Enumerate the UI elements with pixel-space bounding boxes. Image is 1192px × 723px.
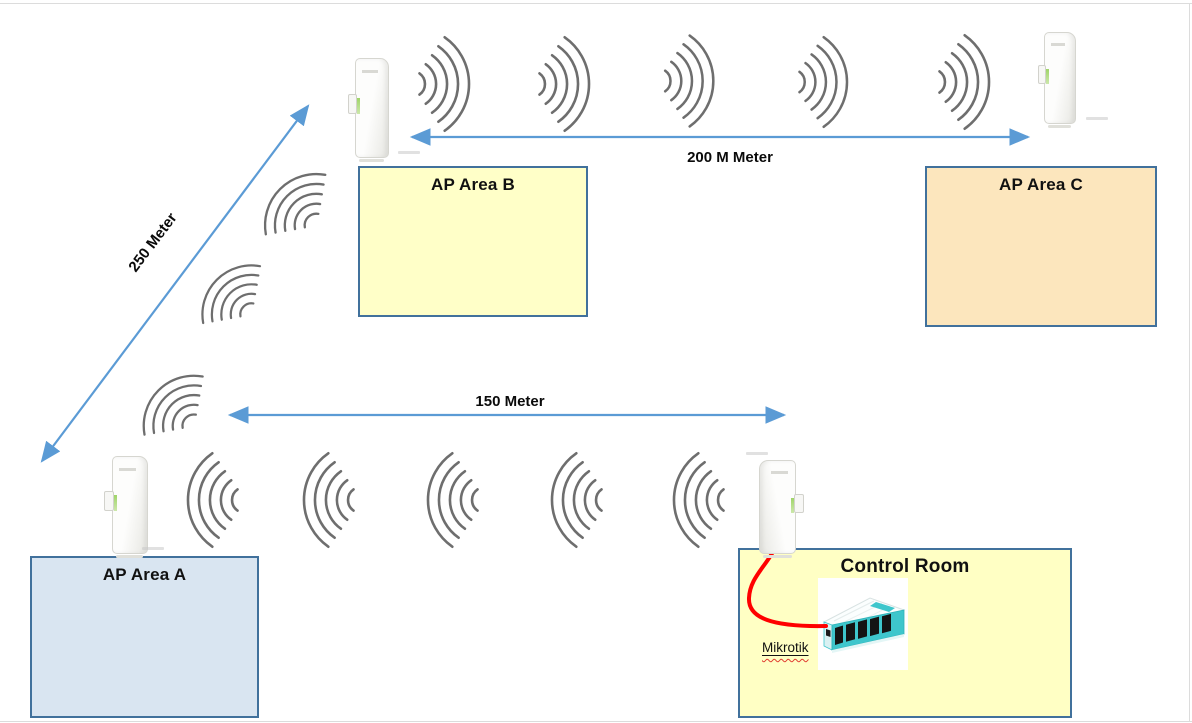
clipart-watermark bbox=[142, 547, 164, 550]
clipart-watermark bbox=[1086, 117, 1108, 120]
ap-brand-tag bbox=[119, 467, 136, 471]
ap-led-strip bbox=[356, 98, 360, 115]
control-room-label: Control Room bbox=[840, 556, 970, 577]
area-box-c: AP Area C bbox=[925, 166, 1157, 327]
ap-brand-tag bbox=[770, 471, 789, 475]
wifi-signal-icon bbox=[292, 450, 366, 550]
wifi-signal-icon bbox=[249, 158, 343, 252]
mikrotik-label-text: Mikrotik bbox=[762, 640, 809, 655]
wifi-signal-icon bbox=[928, 32, 1000, 132]
wifi-signal-icon bbox=[187, 250, 277, 340]
ap-mount-clip bbox=[104, 491, 114, 512]
wifi-signal-icon bbox=[176, 450, 250, 550]
access-point-device-c bbox=[1034, 28, 1086, 128]
wifi-signal-icon bbox=[408, 34, 480, 134]
area-a-label: AP Area A bbox=[102, 565, 187, 584]
wifi-signal-icon bbox=[416, 450, 490, 550]
distance-label-a-to-control-room: 150 Meter bbox=[475, 393, 545, 410]
ap-body bbox=[1044, 32, 1076, 124]
ap-led-strip bbox=[1045, 69, 1049, 84]
area-c-label: AP Area C bbox=[998, 175, 1083, 194]
mikrotik-label: Mikrotik bbox=[762, 640, 809, 655]
access-point-device-b bbox=[344, 54, 400, 162]
mikrotik-router bbox=[818, 578, 908, 670]
ap-base bbox=[115, 555, 144, 558]
slide-edge-right bbox=[1189, 3, 1190, 722]
ap-mount-clip bbox=[347, 93, 358, 115]
wifi-signal-icon bbox=[662, 450, 736, 550]
slide-edge-top bbox=[0, 3, 1192, 4]
ap-body bbox=[355, 58, 389, 158]
ap-mount-clip bbox=[793, 493, 804, 514]
router-illustration bbox=[822, 597, 906, 653]
ap-mount-clip bbox=[1037, 65, 1047, 84]
area-b-label: AP Area B bbox=[430, 175, 515, 194]
ap-led-strip bbox=[113, 495, 117, 512]
slide-edge-bottom bbox=[0, 721, 1192, 722]
wifi-signal-icon bbox=[128, 360, 220, 452]
ap-base bbox=[358, 159, 385, 162]
clipart-watermark bbox=[398, 151, 420, 154]
wifi-signal-icon bbox=[654, 32, 724, 130]
access-point-device-a bbox=[100, 452, 160, 558]
clipart-watermark bbox=[746, 452, 768, 455]
access-point-device-control-room bbox=[746, 456, 808, 558]
wifi-signal-icon bbox=[540, 450, 614, 550]
ap-brand-tag bbox=[361, 70, 378, 74]
wifi-signal-icon bbox=[528, 34, 600, 134]
area-box-a: AP Area A bbox=[30, 556, 259, 718]
distance-label-b-to-c: 200 M Meter bbox=[687, 149, 773, 166]
ap-led-strip bbox=[790, 497, 794, 514]
ap-base bbox=[763, 555, 792, 558]
ap-brand-tag bbox=[1050, 43, 1066, 46]
area-box-b: AP Area B bbox=[358, 166, 588, 317]
wifi-signal-icon bbox=[788, 34, 858, 130]
ap-base bbox=[1047, 125, 1072, 128]
